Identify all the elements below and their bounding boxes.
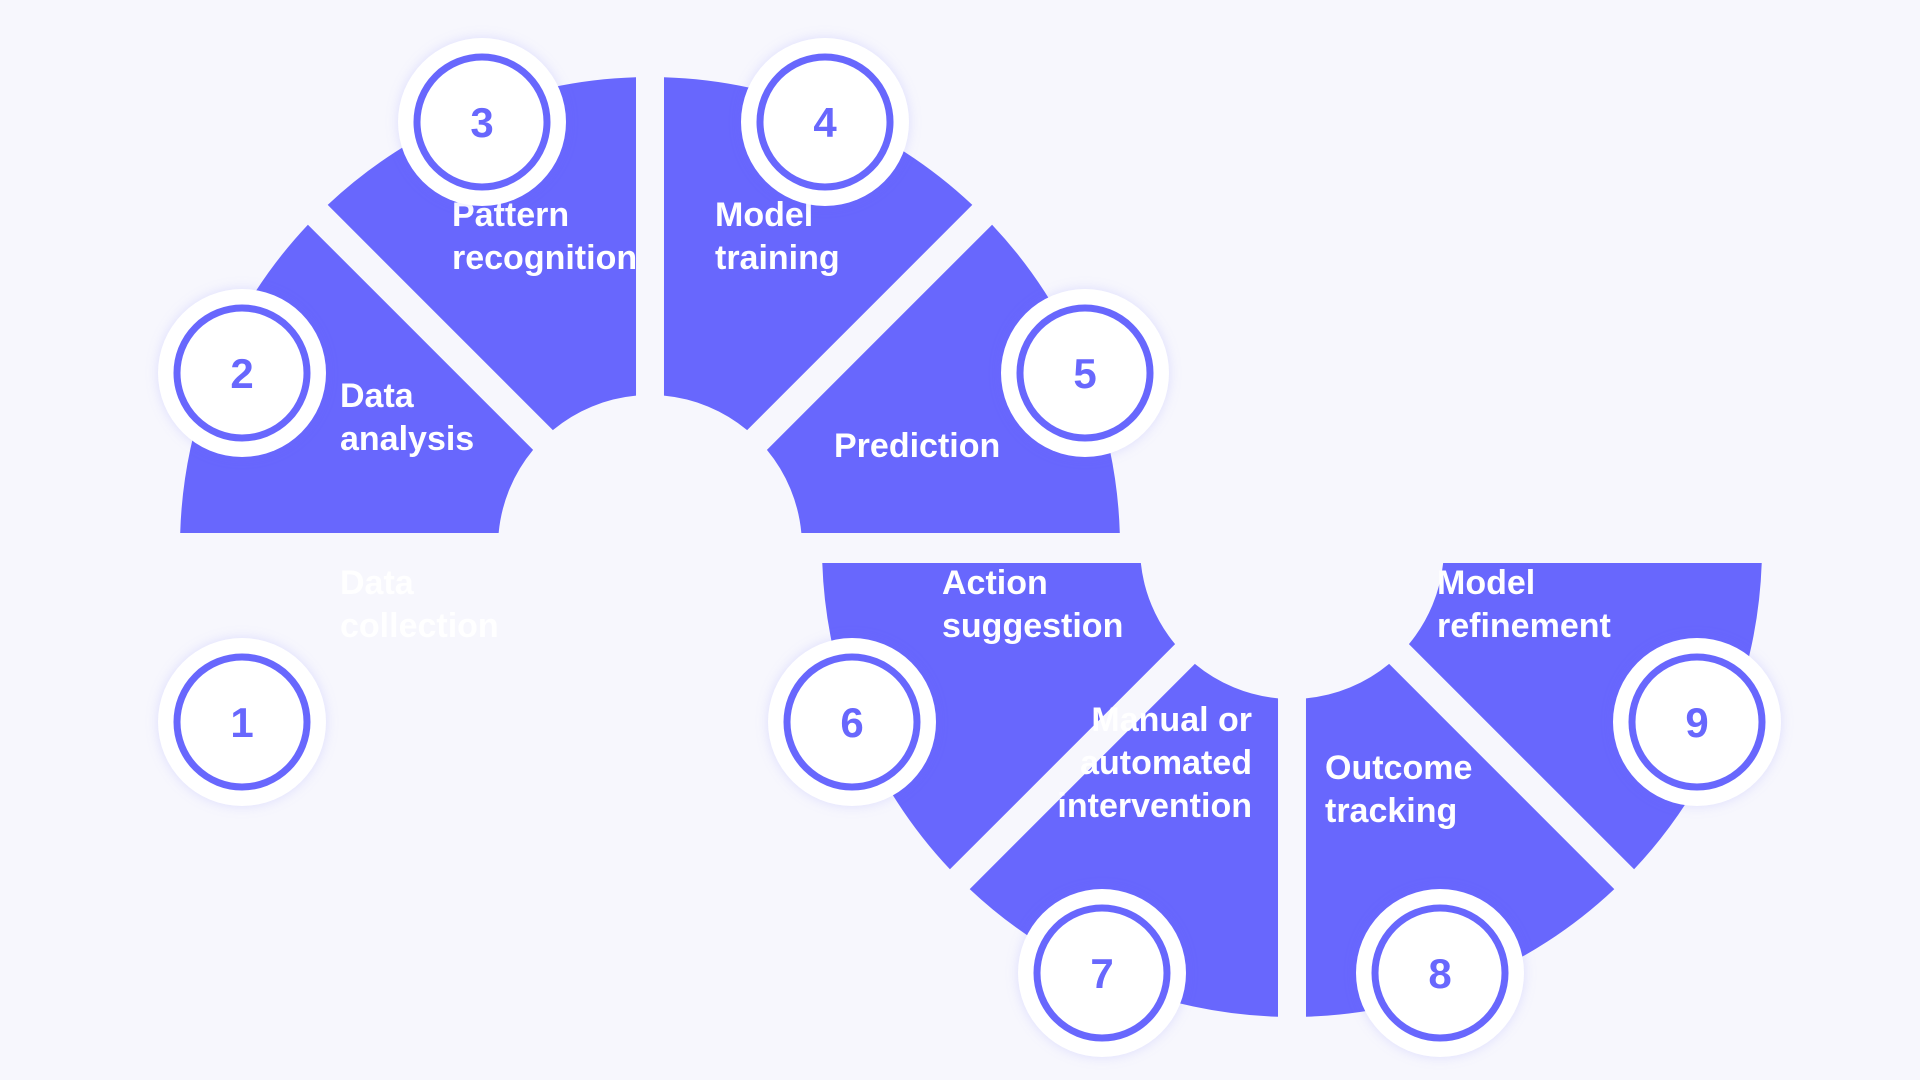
- step-number: 4: [813, 99, 837, 146]
- step-label-line: suggestion: [942, 607, 1123, 645]
- badge-outer-circle: [398, 38, 566, 206]
- step-label-9: Model refinement: [1437, 564, 1611, 645]
- step-label-line: refinement: [1437, 607, 1611, 645]
- step-number: 3: [470, 99, 493, 146]
- step-label-7: Manual or automated intervention: [1057, 701, 1252, 825]
- badge-outer-circle: [741, 38, 909, 206]
- step-label-line: Model: [1437, 564, 1535, 602]
- step-label-line: recognition: [452, 239, 637, 277]
- step-number: 6: [840, 699, 863, 746]
- badge-outer-circle: [1001, 289, 1169, 457]
- badge-ring: [173, 304, 311, 442]
- step-badge-8: 8: [1356, 889, 1524, 1057]
- step-label-line: training: [715, 239, 840, 277]
- step-label-line: Prediction: [834, 427, 1000, 465]
- step-label-line: Data: [340, 564, 415, 602]
- step-number: 7: [1090, 950, 1113, 997]
- badge-outer-circle: [768, 638, 936, 806]
- step-badge-5: 5: [1001, 289, 1169, 457]
- badge-ring: [413, 53, 551, 191]
- badge-outer-circle: [1356, 889, 1524, 1057]
- step-badge-4: 4: [741, 38, 909, 206]
- badge-outer-circle: [158, 638, 326, 806]
- badge-outer-circle: [158, 289, 326, 457]
- badge-ring: [173, 653, 311, 791]
- step-label-8: Outcome tracking: [1325, 749, 1472, 830]
- step-number: 1: [230, 699, 253, 746]
- badge-ring: [1033, 904, 1171, 1042]
- badge-ring: [1371, 904, 1509, 1042]
- step-label-line: analysis: [340, 420, 474, 458]
- step-label-2: Data analysis: [340, 377, 474, 458]
- step-badge-2: 2: [158, 289, 326, 457]
- step-number: 8: [1428, 950, 1451, 997]
- step-segment-3: [327, 77, 637, 431]
- step-label-1: Data collection: [340, 564, 499, 645]
- badge-outer-circle: [1613, 638, 1781, 806]
- step-badge-1: 1: [158, 638, 326, 806]
- badge-ring: [756, 53, 894, 191]
- step-badge-9: 9: [1613, 638, 1781, 806]
- step-segment-5: [766, 224, 1120, 534]
- step-segment-6: [822, 563, 1176, 870]
- step-number: 5: [1073, 350, 1096, 397]
- step-label-line: Outcome: [1325, 749, 1472, 787]
- step-label-4: Model training: [715, 196, 840, 277]
- step-label-line: Action: [942, 564, 1048, 602]
- step-badge-3: 3: [398, 38, 566, 206]
- step-label-line: tracking: [1325, 792, 1457, 830]
- badge-ring: [1628, 653, 1766, 791]
- step-number: 9: [1685, 699, 1708, 746]
- step-label-6: Action suggestion: [942, 564, 1123, 645]
- step-badges: 1 2 3 4 5 6 7 8 9: [158, 38, 1781, 1057]
- step-number: 2: [230, 350, 253, 397]
- badge-ring: [1016, 304, 1154, 442]
- step-label-line: intervention: [1057, 787, 1252, 825]
- step-label-line: Manual or: [1091, 701, 1252, 739]
- step-label-line: Model: [715, 196, 813, 234]
- step-label-line: automated: [1080, 744, 1252, 782]
- step-label-5: Prediction: [834, 427, 1000, 465]
- badge-outer-circle: [1018, 889, 1186, 1057]
- step-badge-7: 7: [1018, 889, 1186, 1057]
- step-badge-6: 6: [768, 638, 936, 806]
- badge-ring: [783, 653, 921, 791]
- step-segments: [180, 77, 1762, 1017]
- step-label-line: Data: [340, 377, 415, 415]
- step-label-line: collection: [340, 607, 499, 645]
